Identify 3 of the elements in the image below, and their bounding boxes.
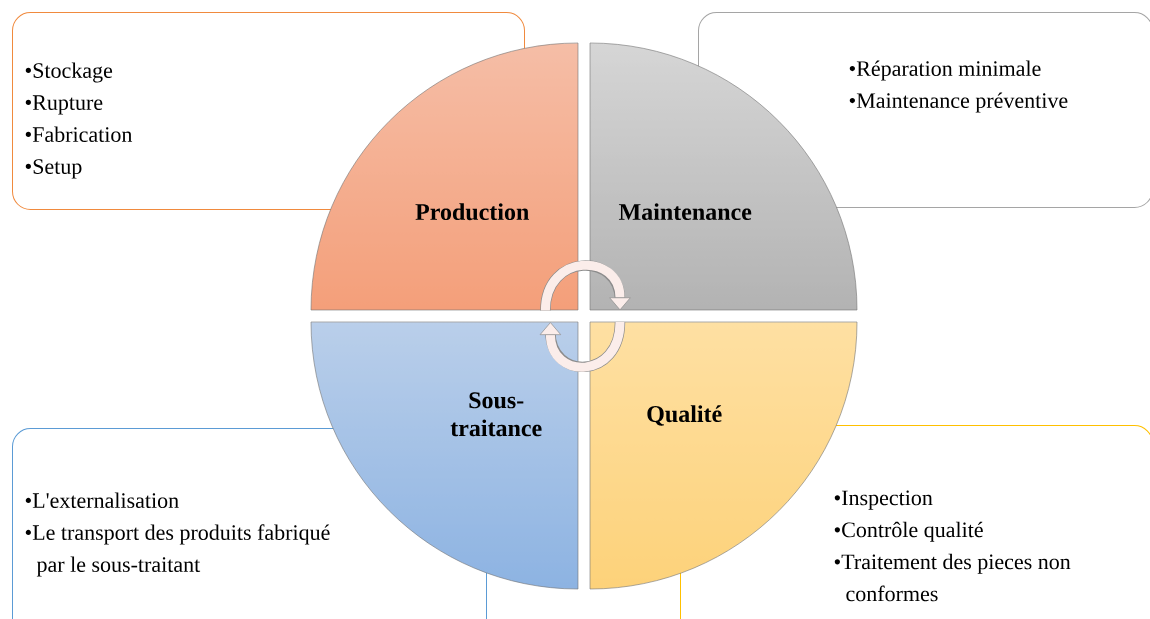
curved-arrow [539, 321, 626, 372]
quadrant: Production [310, 42, 579, 311]
curved-arrow [540, 260, 631, 311]
